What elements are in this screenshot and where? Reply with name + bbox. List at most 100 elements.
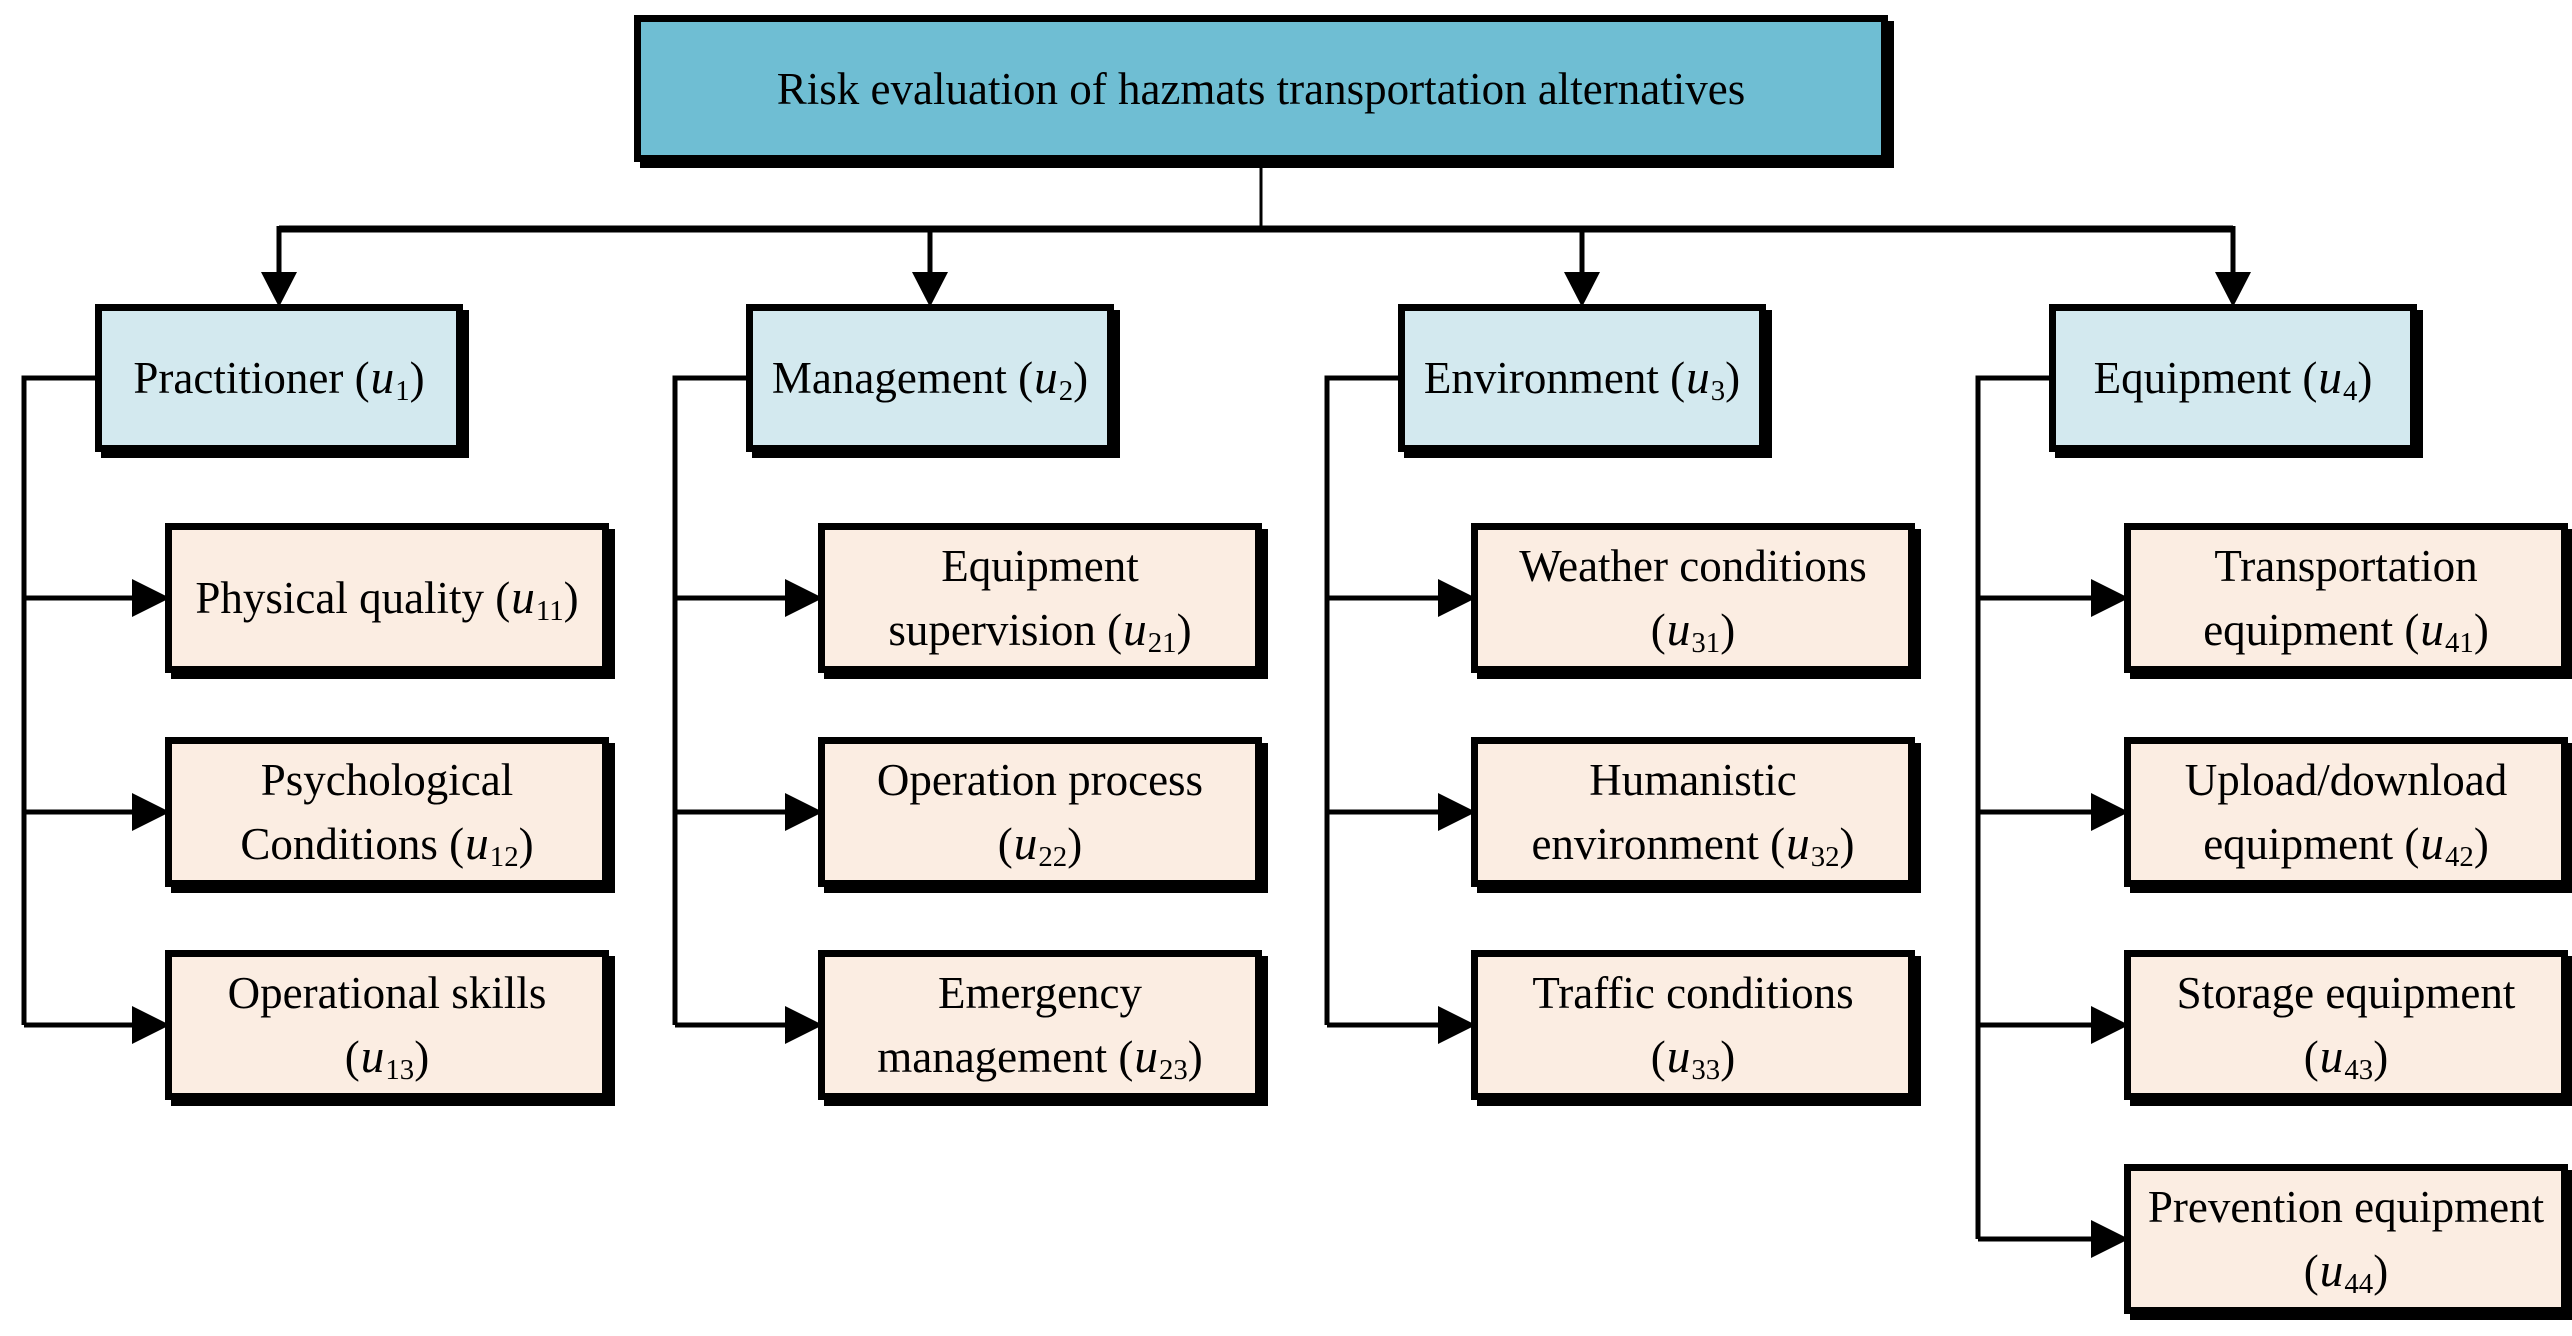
- math-subscript: 1: [395, 374, 410, 407]
- math-subscript: 11: [535, 594, 564, 627]
- math-variable: u: [1134, 1031, 1158, 1083]
- node-u23: Emergency management (u23): [818, 950, 1262, 1100]
- math-variable: u: [1034, 352, 1058, 404]
- math-variable: u: [1666, 604, 1691, 656]
- arrowhead-right-icon: [1438, 793, 1476, 831]
- label-line: (u13): [345, 1025, 429, 1089]
- label-line: Equipment: [941, 534, 1138, 598]
- label-text: Psychological: [260, 755, 514, 805]
- label-text: supervision (: [888, 605, 1123, 655]
- arrowhead-right-icon: [2091, 1006, 2129, 1044]
- label-line: Transportation: [2214, 534, 2477, 598]
- spine-line: [672, 375, 746, 1025]
- arrowhead-down-icon: [2215, 272, 2251, 307]
- node-u3: Environment (u3): [1398, 304, 1766, 452]
- math-variable: u: [1786, 818, 1810, 870]
- label-text: ): [409, 353, 425, 403]
- label-line: Physical quality (u11): [195, 566, 578, 630]
- label-text: (: [997, 819, 1013, 869]
- label-text: Risk evaluation of hazmats transportatio…: [776, 63, 1746, 114]
- node-u4: Equipment (u4): [2049, 304, 2417, 452]
- label-text: Equipment: [941, 541, 1139, 591]
- math-subscript: 43: [2344, 1053, 2374, 1086]
- math-variable: u: [370, 352, 395, 404]
- label-line: Psychological: [261, 748, 513, 812]
- spine-line: [21, 375, 95, 1025]
- arrowhead-down-icon: [912, 272, 948, 307]
- label-text: equipment (: [2203, 605, 2420, 655]
- label-text: equipment (: [2203, 819, 2420, 869]
- math-subscript: 22: [1038, 840, 1068, 873]
- arrowhead-right-icon: [2091, 793, 2129, 831]
- label-line: (u44): [2304, 1239, 2388, 1303]
- label-line: supervision (u21): [888, 598, 1191, 662]
- label-text: Prevention equipment: [2147, 1182, 2545, 1232]
- label-line: Risk evaluation of hazmats transportatio…: [777, 57, 1745, 121]
- label-text: (: [1650, 605, 1666, 655]
- math-variable: u: [360, 1031, 385, 1083]
- math-subscript: 23: [1158, 1053, 1188, 1086]
- label-text: Operational skills: [227, 968, 547, 1018]
- label-text: Upload/download: [2184, 755, 2508, 805]
- label-text: management (: [877, 1032, 1134, 1082]
- label-line: Upload/download: [2185, 748, 2507, 812]
- label-text: ): [1720, 605, 1736, 655]
- math-subscript: 41: [2445, 626, 2474, 659]
- label-text: Practitioner (: [133, 353, 370, 403]
- label-line: Practitioner (u1): [133, 346, 424, 410]
- arrowhead-right-icon: [2091, 579, 2129, 617]
- label-line: equipment (u41): [2203, 598, 2489, 662]
- label-text: ): [1073, 353, 1089, 403]
- label-text: ): [1725, 353, 1741, 403]
- math-subscript: 21: [1147, 626, 1177, 659]
- label-text: Emergency: [937, 968, 1143, 1018]
- label-line: Conditions (u12): [240, 812, 533, 876]
- label-text: Storage equipment: [2176, 968, 2516, 1018]
- label-line: Traffic conditions: [1532, 961, 1853, 1025]
- node-u44: Prevention equipment (u44): [2124, 1164, 2568, 1314]
- label-text: environment (: [1531, 819, 1786, 869]
- math-subscript: 4: [2342, 374, 2358, 407]
- label-line: Humanistic: [1589, 748, 1796, 812]
- math-variable: u: [1123, 604, 1147, 656]
- label-text: Humanistic: [1589, 755, 1797, 805]
- math-variable: u: [2420, 818, 2445, 870]
- node-u41: Transportation equipment (u41): [2124, 523, 2568, 673]
- math-subscript: 12: [489, 840, 519, 873]
- label-text: Weather conditions: [1519, 541, 1867, 591]
- label-text: Management (: [771, 353, 1034, 403]
- node-goal: Risk evaluation of hazmats transportatio…: [634, 15, 1888, 162]
- node-u43: Storage equipment(u43): [2124, 950, 2568, 1100]
- arrowhead-right-icon: [132, 793, 170, 831]
- math-subscript: 2: [1058, 374, 1074, 407]
- label-line: environment (u32): [1531, 812, 1854, 876]
- label-text: ): [2373, 1032, 2389, 1082]
- arrowhead-right-icon: [132, 1006, 170, 1044]
- arrowhead-right-icon: [132, 579, 170, 617]
- label-line: (u31): [1651, 598, 1735, 662]
- arrowhead-down-icon: [1564, 272, 1600, 307]
- label-line: Environment (u3): [1424, 346, 1740, 410]
- node-u11: Physical quality (u11): [165, 523, 609, 673]
- arrowhead-right-icon: [785, 1006, 823, 1044]
- math-subscript: 44: [2344, 1267, 2374, 1300]
- label-text: Equipment (: [2093, 353, 2318, 403]
- label-text: Transportation: [2214, 541, 2478, 591]
- math-variable: u: [2319, 1031, 2344, 1083]
- label-line: Emergency: [938, 961, 1142, 1025]
- category-drop-arrows: [261, 226, 2251, 307]
- label-line: Weather conditions: [1519, 534, 1867, 598]
- label-text: ): [1187, 1032, 1203, 1082]
- label-text: ): [2357, 353, 2373, 403]
- label-text: ): [518, 819, 534, 869]
- math-variable: u: [2319, 1245, 2344, 1297]
- label-line: (u22): [998, 812, 1082, 876]
- branch-arrows: [24, 579, 2129, 1258]
- math-variable: u: [2420, 604, 2445, 656]
- label-text: ): [1176, 605, 1192, 655]
- label-line: Equipment (u4): [2094, 346, 2373, 410]
- math-variable: u: [2318, 352, 2342, 404]
- label-text: ): [1067, 819, 1083, 869]
